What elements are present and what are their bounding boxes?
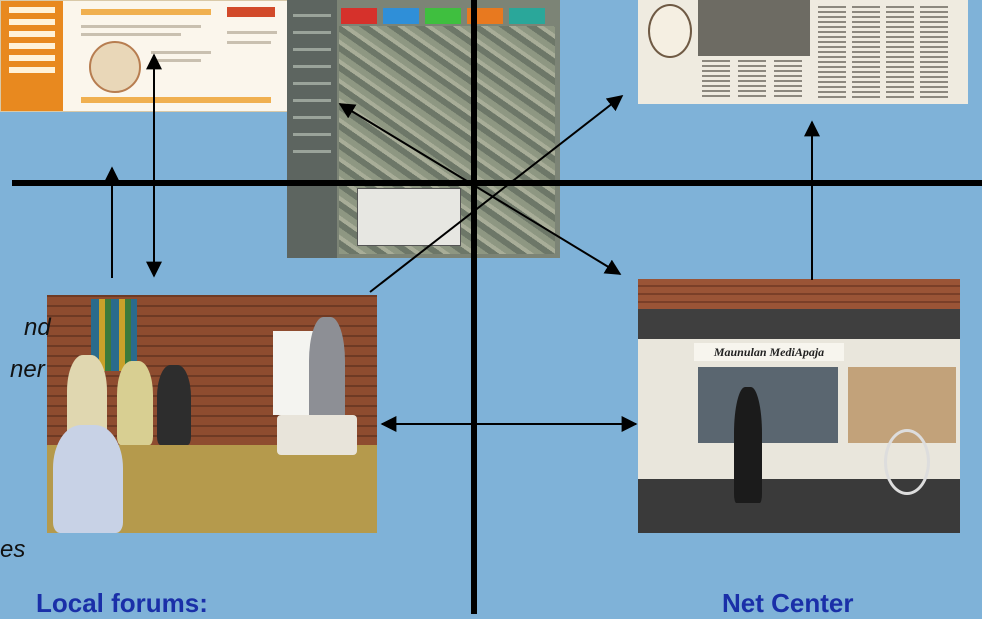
storefront-photo-image: Maunulan MediApaja [638,279,960,533]
net-center-label: Net Center [722,588,854,618]
text-fragment-es: es [0,536,26,563]
store-sign: Maunulan MediApaja [694,343,844,361]
newspaper-clipping-image [638,0,968,104]
arrow-diagonal-down [338,103,622,275]
local-forums-label: Local forums: [36,588,208,618]
text-fragment-and: nd [24,314,51,341]
text-fragment-ner: ner [10,356,45,383]
website-screenshot-image [0,0,300,112]
arrow-diagonal-up [369,95,624,293]
meeting-photo-image [47,295,377,533]
